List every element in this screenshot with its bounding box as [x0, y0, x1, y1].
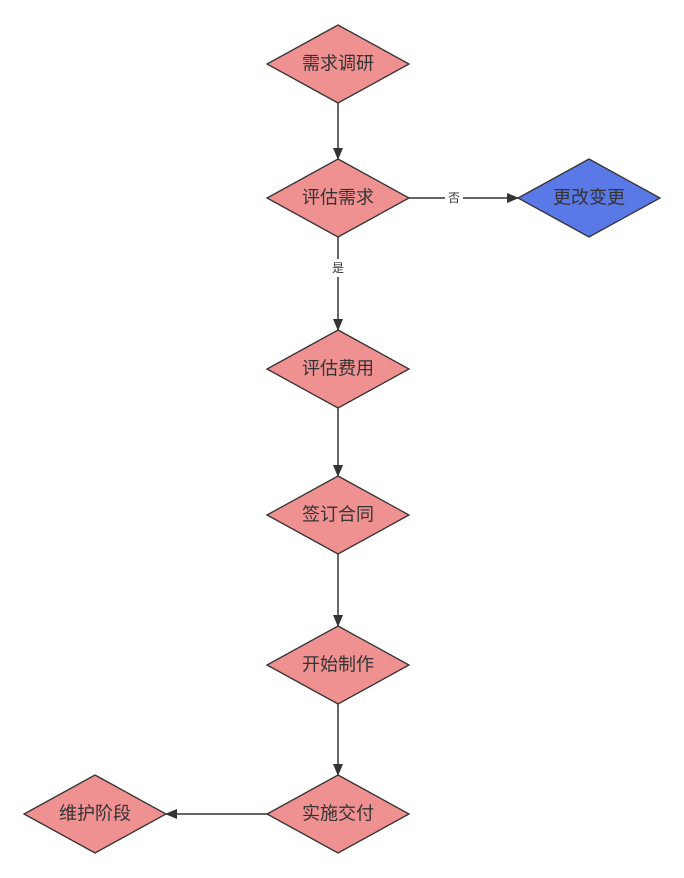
edge-label-background: [445, 189, 463, 207]
diamond-shape[interactable]: [265, 475, 411, 555]
edge-label-text: 否: [448, 191, 460, 205]
edge-label-text: 是: [332, 261, 344, 275]
node-n1[interactable]: 需求调研: [265, 24, 411, 104]
diamond-shape[interactable]: [265, 774, 411, 854]
node-n7[interactable]: 实施交付: [265, 774, 411, 854]
node-label: 需求调研: [302, 54, 374, 75]
edge-label-n2-to-n4: 是: [329, 259, 347, 277]
edges-layer: 否是: [165, 103, 519, 819]
node-label: 开始制作: [302, 655, 374, 676]
node-n2[interactable]: 评估需求: [265, 158, 411, 238]
diamond-shape[interactable]: [516, 158, 662, 238]
node-n5[interactable]: 签订合同: [265, 475, 411, 555]
node-n4[interactable]: 评估费用: [265, 329, 411, 409]
node-label: 维护阶段: [59, 804, 131, 825]
node-label: 评估费用: [302, 359, 374, 380]
diamond-shape[interactable]: [265, 158, 411, 238]
node-label: 签订合同: [302, 505, 374, 526]
node-n8[interactable]: 维护阶段: [22, 774, 168, 854]
diamond-shape[interactable]: [22, 774, 168, 854]
edge-label-n2-to-n3: 否: [445, 189, 463, 207]
node-n6[interactable]: 开始制作: [265, 625, 411, 705]
node-n3[interactable]: 更改变更: [516, 158, 662, 238]
node-label: 评估需求: [302, 188, 374, 209]
diamond-shape[interactable]: [265, 329, 411, 409]
edge-label-background: [329, 259, 347, 277]
diamond-shape[interactable]: [265, 625, 411, 705]
node-label: 更改变更: [553, 188, 625, 209]
node-label: 实施交付: [302, 804, 374, 825]
diamond-shape[interactable]: [265, 24, 411, 104]
